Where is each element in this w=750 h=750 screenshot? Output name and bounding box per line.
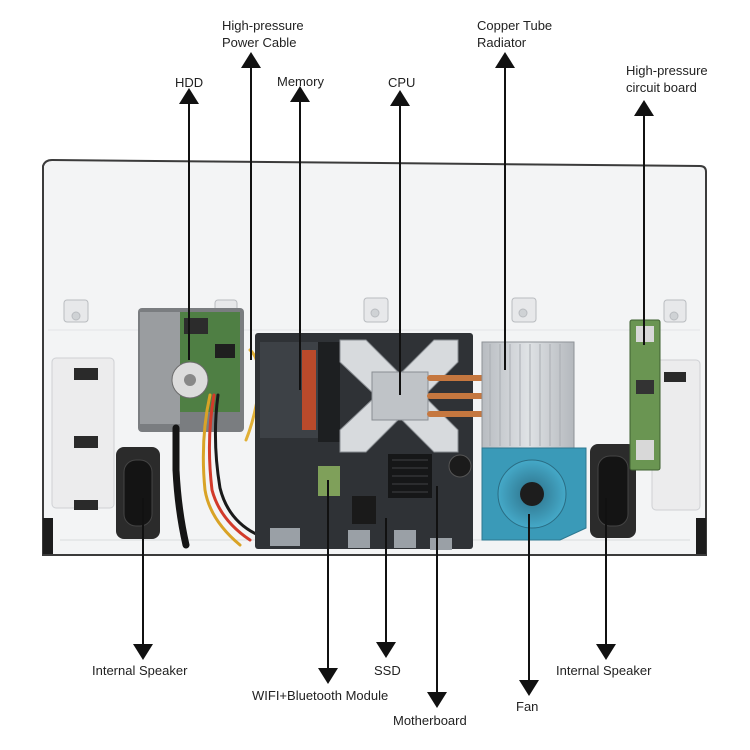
left-speaker xyxy=(116,447,160,539)
radiator-unit xyxy=(481,341,575,449)
label-motherboard: Motherboard xyxy=(393,713,467,728)
label-hdd: HDD xyxy=(175,75,204,90)
fan-unit xyxy=(481,447,587,541)
hdd-unit xyxy=(138,308,244,432)
label-ssd: SSD xyxy=(374,663,401,678)
label-speaker-right: Internal Speaker xyxy=(556,663,652,678)
label-wifi-bluetooth: WIFI+Bluetooth Module xyxy=(252,688,389,703)
copper-pipes xyxy=(427,375,485,417)
inverter-board xyxy=(629,319,661,471)
label-fan: Fan xyxy=(516,699,539,714)
label-power-cable: High-pressure Power Cable xyxy=(222,18,304,50)
label-circuit-board: High-pressure circuit board xyxy=(626,63,708,95)
cables xyxy=(172,348,261,549)
label-memory: Memory xyxy=(277,74,324,89)
label-cpu: CPU xyxy=(388,75,416,90)
left-bracket xyxy=(51,357,115,510)
label-speaker-left: Internal Speaker xyxy=(92,663,188,678)
right-speaker xyxy=(590,444,636,538)
callout-arrows xyxy=(133,52,654,708)
label-radiator: Copper Tube Radiator xyxy=(477,18,553,50)
